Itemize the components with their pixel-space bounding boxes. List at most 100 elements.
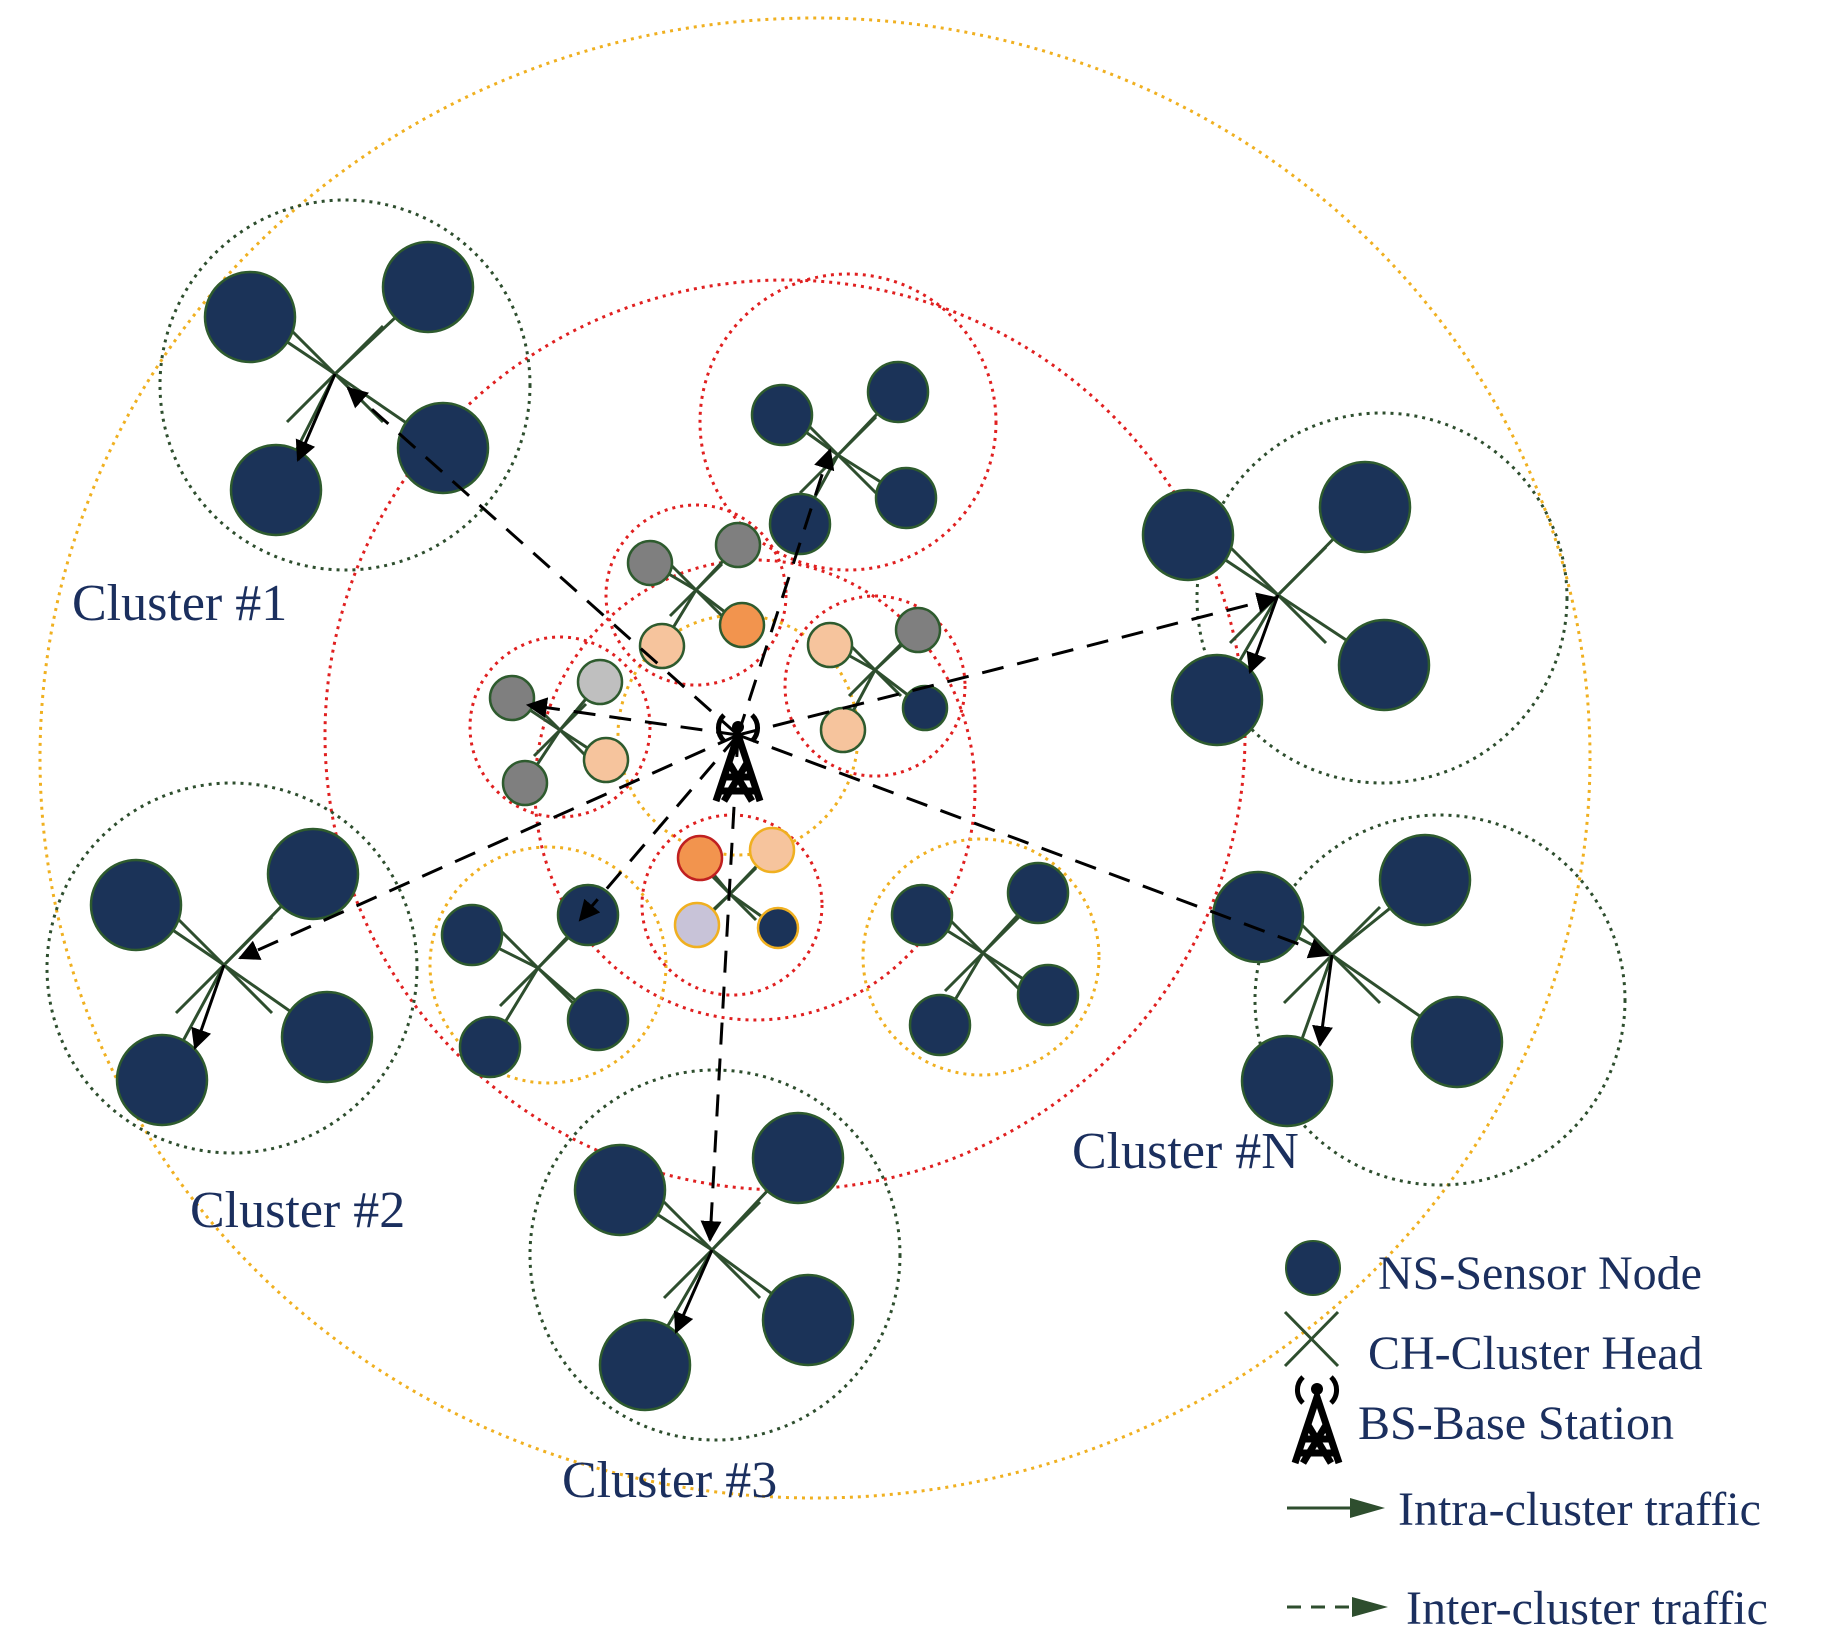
sensor-node [598,1318,692,1412]
sensor-node [396,401,490,495]
inter-cluster-arrow [238,733,739,960]
sensor-node [874,466,938,530]
sensor-node [819,706,867,754]
inner-cluster-top-boundary [604,503,788,687]
cluster-1-boundary [158,198,532,572]
sensor-node [582,736,630,784]
sensor-node [1240,1034,1334,1128]
legend-cluster-head-icon [1283,1310,1340,1368]
cluster-2-boundary [45,781,419,1155]
sensor-node [488,674,536,722]
cluster-n-lower-boundary [1253,813,1627,1187]
sensor-node [748,826,796,874]
cluster-n-boundary [1195,411,1569,785]
cluster-1 [158,198,532,572]
inter-cluster-arrow [700,734,740,1243]
sensor-node [576,658,624,706]
cluster-3 [528,1068,902,1442]
sensor-node [573,1143,667,1237]
cluster-n [1141,411,1569,785]
sensor-node [676,834,724,882]
cluster-upper-red-boundary [698,272,998,572]
inner-cluster-right [783,594,967,778]
legend-sensor-node-icon [1285,1240,1341,1296]
cluster-n-label: Cluster #N [1072,1123,1299,1180]
sensor-node [280,990,374,1084]
sensor-node [115,1033,209,1127]
cluster-2 [45,781,419,1155]
sensor-node [556,883,620,947]
legend-base-station-icon [1291,1375,1343,1465]
legend-cluster-head-label: CH-Cluster Head [1368,1327,1703,1380]
sensor-node [1378,833,1472,927]
intra-cluster-arrow [191,964,226,1050]
inner-cluster-right-boundary [783,594,967,778]
inter-cluster-arrow [737,592,1279,737]
sensor-node [890,883,954,947]
base-station-icon [712,713,764,803]
intra-cluster-traffic-lines [191,373,1334,1334]
sensor-node [638,622,686,670]
cluster-2-label: Cluster #2 [190,1182,406,1239]
sensor-node [901,684,949,732]
sensor-node [381,240,475,334]
cluster-head-icon [798,415,878,495]
legend-sensor-node-label: NS-Sensor Node [1378,1247,1702,1300]
cluster-head-icon [943,913,1023,993]
outer-network-boundary [38,16,1592,1500]
inter-cluster-arrow [578,734,740,922]
sensor-node [751,1111,845,1205]
cluster-n-lower [1211,813,1627,1187]
intra-cluster-arrow [673,1249,714,1334]
inner-cluster-left [468,635,652,819]
intra-cluster-arrow [295,373,337,462]
sensor-node [1337,618,1431,712]
sensor-node [266,827,360,921]
sensor-node [673,901,721,949]
cluster-head-icon [498,928,578,1008]
legend-inter-traffic-label: Inter-cluster traffic [1406,1582,1768,1635]
inner-cluster-top [604,503,788,687]
sensor-node [894,606,942,654]
sensor-node [1141,488,1235,582]
cluster-1-label: Cluster #1 [72,575,288,632]
intra-cluster-arrow [1312,954,1334,1048]
sensor-node [806,621,854,669]
inner-cluster-bottom-boundary [640,813,824,997]
sensor-node [718,601,766,649]
sensor-node [626,539,674,587]
sensor-node [1211,870,1305,964]
inner-cluster-bottom [640,813,824,997]
sensor-node [866,360,930,424]
inter-cluster-arrow [736,448,835,736]
sensor-node [440,903,504,967]
sensor-node [714,521,762,569]
sensor-node [229,443,323,537]
sensor-node [1006,861,1070,925]
legend-inter-traffic-icon [1287,1597,1388,1617]
inter-cluster-traffic-lines [238,386,1330,1243]
intra-cluster-arrow [1246,594,1280,674]
inner-cluster-left-boundary [468,635,652,819]
cluster-head-icon [847,642,903,698]
legend-base-station-label: BS-Base Station [1358,1397,1675,1450]
cluster-lower-right-orange-boundary [861,837,1101,1077]
cluster-upper-red [698,272,998,572]
sensor-node [750,383,814,447]
legend [1283,1240,1388,1617]
cluster-head-icon [668,562,724,618]
sensor-node [203,270,297,364]
cluster-3-label: Cluster #3 [562,1452,778,1509]
sensor-node [501,759,549,807]
cluster-lower-left-orange [428,845,668,1085]
inter-cluster-arrow [346,386,739,737]
sensor-node [768,492,832,556]
legend-intra-traffic-label: Intra-cluster traffic [1398,1483,1761,1536]
sensor-node [89,858,183,952]
sensor-node [566,988,630,1052]
sensor-node [1016,963,1080,1027]
sensor-node [1410,995,1504,1089]
sensor-node [908,993,972,1057]
